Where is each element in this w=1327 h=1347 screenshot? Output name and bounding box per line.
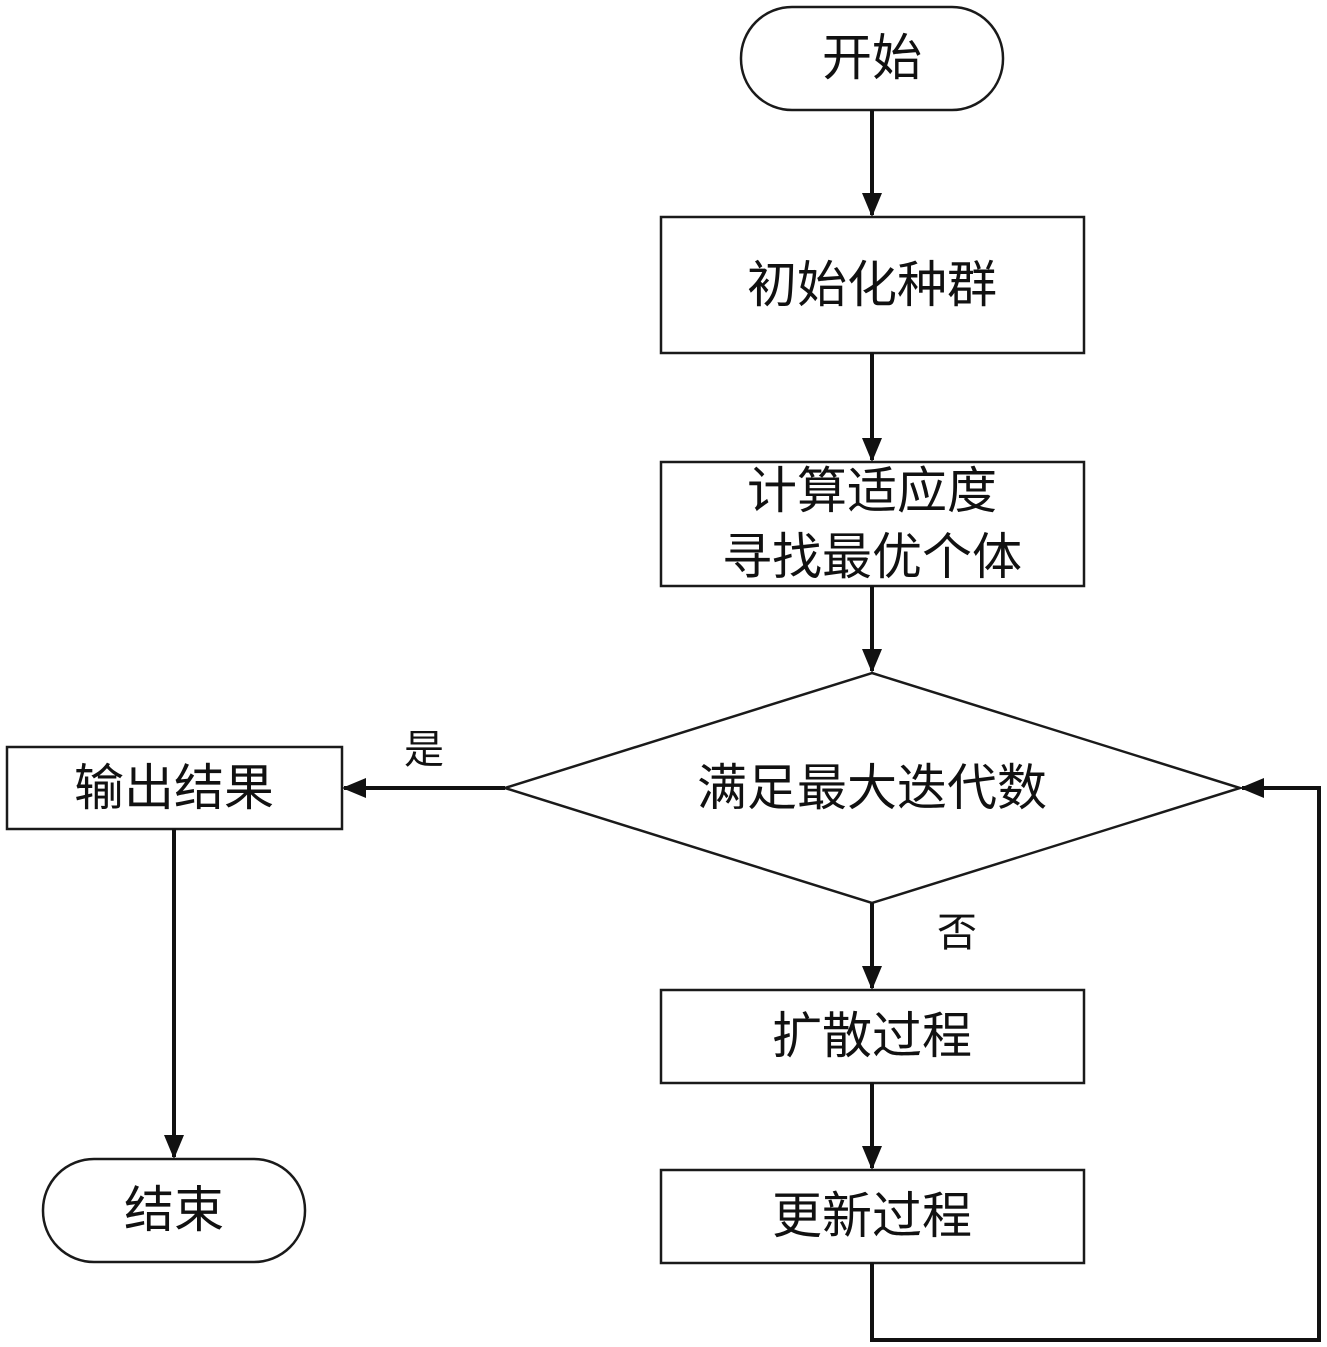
output-result-label: 输出结果 <box>74 759 274 817</box>
no-branch-label: 否 <box>937 910 977 956</box>
decision-label: 满足最大迭代数 <box>697 759 1047 817</box>
end-terminal <box>41 1157 307 1264</box>
fitness-label-line1: 计算适应度 <box>747 462 997 520</box>
fitness-label-line2: 寻找最优个体 <box>722 528 1022 586</box>
init-population-label: 初始化种群 <box>747 256 997 314</box>
end-label: 结束 <box>124 1181 224 1239</box>
fitness-box <box>659 460 1086 588</box>
update-box <box>659 1168 1086 1265</box>
diffusion-label: 扩散过程 <box>772 1007 972 1065</box>
yes-branch-label: 是 <box>404 727 444 773</box>
loop-back-arrow <box>870 778 1321 1342</box>
output-result-box <box>5 745 344 831</box>
diffusion-box <box>659 988 1086 1085</box>
start-label: 开始 <box>822 29 922 87</box>
update-label: 更新过程 <box>772 1187 972 1245</box>
init-population-box <box>659 215 1086 355</box>
